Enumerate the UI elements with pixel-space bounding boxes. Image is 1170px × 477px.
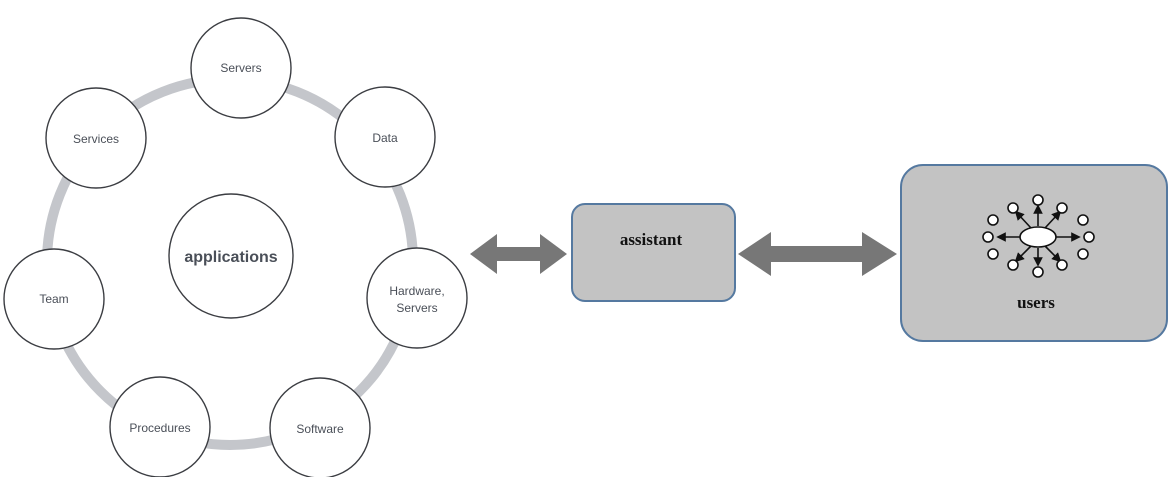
- node-data: Data: [334, 86, 436, 188]
- node-services: Services: [45, 87, 147, 189]
- node-services-label: Services: [73, 132, 119, 146]
- node-hardware-label-line2: Servers: [396, 301, 437, 315]
- node-data-label: Data: [372, 131, 398, 145]
- network-hub-icon: [982, 194, 1095, 278]
- node-hardware-label-line1: Hardware,: [389, 284, 444, 298]
- node-team: Team: [3, 248, 105, 350]
- users-box: users: [900, 164, 1168, 342]
- node-servers-label: Servers: [220, 61, 261, 75]
- center-node: applications: [168, 193, 294, 319]
- node-software-label: Software: [296, 422, 344, 436]
- node-procedures-label: Procedures: [129, 421, 190, 435]
- assistant-box: assistant: [571, 203, 736, 302]
- node-procedures: Procedures: [109, 376, 211, 477]
- node-team-label: Team: [39, 292, 68, 306]
- node-software: Software: [269, 377, 371, 477]
- center-label: applications: [184, 249, 277, 266]
- assistant-label: assistant: [620, 230, 683, 249]
- node-servers: Servers: [190, 17, 292, 119]
- users-label: users: [1017, 293, 1055, 312]
- arrow-ring-assistant: [470, 234, 567, 274]
- node-hardware-servers: Hardware, Servers: [366, 247, 468, 349]
- arrow-assistant-users: [738, 232, 897, 276]
